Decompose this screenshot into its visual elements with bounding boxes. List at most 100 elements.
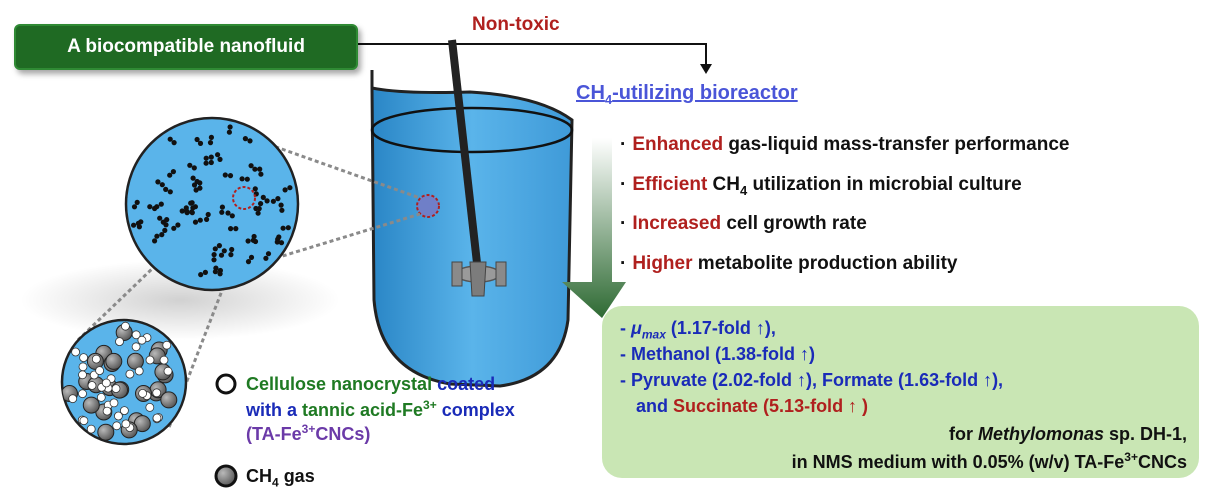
result-mu-prefix: - xyxy=(620,318,631,338)
result-mu-sub: max xyxy=(641,327,666,342)
nanoparticle-dot xyxy=(203,160,209,166)
cnc-particle xyxy=(145,402,155,412)
nanoparticle-dot xyxy=(191,165,197,171)
cnc-particle xyxy=(137,335,147,345)
legend-gas-prefix: CH xyxy=(246,466,272,486)
nanoparticle-dot xyxy=(247,138,253,144)
cnc-particle xyxy=(121,419,131,429)
nanoparticle-dot xyxy=(155,179,161,185)
benefit-text: cell growth rate xyxy=(721,213,867,234)
nanoparticle-dot xyxy=(217,271,223,277)
benefit-2: ·Efficient CH4 utilization in microbial … xyxy=(620,174,1022,198)
nanoparticle-dot xyxy=(275,236,281,242)
cnc-particle xyxy=(163,366,173,376)
nanoparticle-dot xyxy=(188,200,194,206)
nanoparticle-dot xyxy=(203,155,209,161)
result-medium-prefix: in NMS medium with 0.05% (w/v) TA-Fe xyxy=(791,452,1125,472)
benefit-text: CH xyxy=(707,174,741,195)
nanoparticle-dot xyxy=(167,189,173,195)
legend-line2-green: tannic acid-Fe xyxy=(302,400,424,420)
nanoparticle-dot xyxy=(154,204,160,210)
nanoparticle-dot xyxy=(229,246,235,253)
nanoparticle-dot xyxy=(248,163,254,169)
nanoparticle-dot xyxy=(239,176,245,182)
result-organism-name: Methylomonas xyxy=(977,424,1104,444)
legend-line2-sup: 3+ xyxy=(423,398,437,412)
nanoparticle-dot xyxy=(228,252,234,258)
nanoparticle-dot xyxy=(244,176,250,182)
result-medium-suffix: CNCs xyxy=(1137,452,1187,472)
result-for: for xyxy=(948,424,978,444)
connector-line xyxy=(358,43,707,66)
nanoparticle-dot xyxy=(219,209,225,215)
bullet-dot: · xyxy=(620,253,627,274)
zoom-circle-small xyxy=(60,318,188,446)
nanoparticle-dot xyxy=(157,215,163,221)
cnc-particle xyxy=(145,355,155,365)
benefit-4: ·Higher metabolite production ability xyxy=(620,253,957,275)
nanoparticle-dot xyxy=(265,251,272,257)
nanoparticle-dot xyxy=(207,140,214,146)
nanoparticle-dot xyxy=(255,210,261,216)
nanoparticle-dot xyxy=(257,166,263,172)
cnc-particle xyxy=(138,388,148,398)
nanoparticle-dot xyxy=(218,252,225,258)
benefit-sub: 4 xyxy=(740,182,748,198)
result-mu: - μmax (1.17-fold ↑), xyxy=(620,318,776,342)
nanoparticle-dot xyxy=(163,222,169,228)
nanoparticle-dot xyxy=(158,201,164,207)
zoom-circle-large xyxy=(124,116,300,292)
gas-bubble xyxy=(97,423,115,441)
nanoparticle-dot xyxy=(205,211,211,218)
legend-line3-end: CNCs) xyxy=(315,424,371,444)
nanoparticle-dot xyxy=(278,240,285,246)
nanoparticle-dot xyxy=(228,226,234,232)
cnc-particle xyxy=(78,370,87,380)
benefit-3: ·Increased cell growth rate xyxy=(620,213,867,235)
nanoparticle-dot xyxy=(275,196,281,202)
benefit-text: metabolite production ability xyxy=(692,253,958,274)
cnc-particle xyxy=(120,406,129,416)
legend-cnc-blue: coated xyxy=(432,374,496,394)
benefit-1: ·Enhanced gas-liquid mass-transfer perfo… xyxy=(620,134,1069,156)
bioreactor-suffix: -utilizing bioreactor xyxy=(612,82,798,104)
nanoparticle-dot xyxy=(222,172,228,178)
nanoparticle-dot xyxy=(285,225,291,231)
nanoparticle-dot xyxy=(135,220,141,226)
gas-bubble xyxy=(105,352,123,370)
nanoparticle-dot xyxy=(226,129,232,135)
cnc-particle xyxy=(115,337,124,347)
nanoparticle-dot xyxy=(189,210,195,216)
nanoparticle-dot xyxy=(191,182,198,188)
nanoparticle-dot xyxy=(164,217,170,223)
nanoparticle-dot xyxy=(248,254,255,260)
nanoparticle-dot xyxy=(202,269,208,275)
nanoparticle-dot xyxy=(193,187,199,193)
legend-line3: (TA-Fe xyxy=(246,424,302,444)
cnc-particle xyxy=(109,398,119,408)
legend-cnc-green: Cellulose nanocrystal xyxy=(246,374,433,394)
nanoparticle-dot xyxy=(212,246,218,252)
nanoparticle-dot xyxy=(208,154,214,160)
nanoparticle-dot xyxy=(184,210,190,216)
cnc-particle xyxy=(95,366,104,376)
benefit-highlight: Higher xyxy=(632,253,693,274)
nanoparticle-dot xyxy=(279,207,285,213)
nanoparticle-dot xyxy=(233,226,239,232)
nanoparticle-dot xyxy=(190,175,196,181)
cnc-particle xyxy=(78,389,87,399)
nanoparticle-dot xyxy=(263,255,269,261)
title-text: A biocompatible nanofluid xyxy=(67,36,305,57)
cnc-particle xyxy=(114,411,123,421)
nanoparticle-dot xyxy=(258,201,264,207)
nanoparticle-dot xyxy=(134,199,140,205)
cnc-particle xyxy=(131,330,141,340)
nanoparticle-dot xyxy=(252,238,259,245)
legend-line2-blue2: complex xyxy=(436,400,515,420)
nanoparticle-dot xyxy=(197,217,203,223)
connector-arrowhead xyxy=(700,64,712,74)
nanoparticle-dot xyxy=(190,205,196,211)
cnc-particle xyxy=(96,392,106,402)
nanoparticle-dot xyxy=(192,219,199,225)
